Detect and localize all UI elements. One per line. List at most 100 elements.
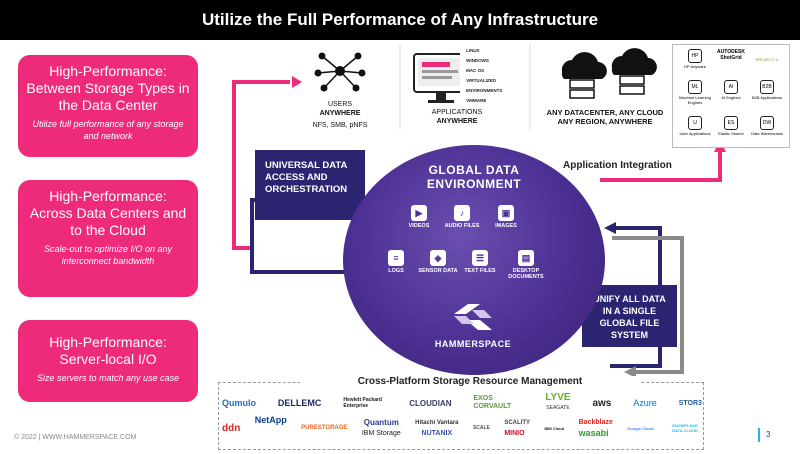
vendor-logo: Backblaze (578, 419, 613, 426)
app-user-applications: U User Applications (677, 116, 713, 143)
cloud-servers-icon (561, 48, 657, 99)
globe-item-audio: ♪ AUDIO FILES (442, 205, 482, 229)
os-vmware: VMWARE (466, 98, 487, 103)
unify-data-box: UNIFY ALL DATA IN A SINGLE GLOBAL FILE S… (582, 285, 677, 347)
application-integration-label: Application Integration (563, 160, 672, 171)
gray-arrow-right (612, 236, 684, 374)
storage-management-panel (218, 382, 704, 450)
vendor-logo: Hitachi Vantara (415, 419, 459, 426)
vendor-logo: SCALITY (504, 419, 530, 426)
vendor-stack-quantum-ibm: Quantum IBM Storage (361, 417, 401, 438)
pink-arrow-left (232, 80, 290, 250)
footer-copyright: © 2022 | WWW.HAMMERSPACE.COM (14, 434, 137, 441)
os-macos: MAC OS (466, 68, 485, 73)
gray-arrowhead-right (624, 366, 636, 378)
elastic-icon: ES (724, 116, 738, 130)
apps-line1: APPLICATIONS (431, 109, 483, 116)
users-protocols: NFS, SMB, pNFS (312, 122, 368, 129)
vendor-logo: aws (592, 397, 612, 409)
vendor-logo: Google Cloud (627, 425, 654, 431)
globe-title-line2: ENVIRONMENT (426, 177, 522, 191)
hp-icon: HP (688, 49, 702, 63)
page-number: 3 (758, 428, 786, 442)
vendor-stack-scality-minio: SCALITY MINIO (504, 419, 530, 438)
sensor-icon: ◈ (430, 250, 446, 266)
ai-icon: AI (724, 80, 738, 94)
ml-icon: ML (688, 80, 702, 94)
hammerspace-brand: HAMMERSPACE (434, 339, 512, 349)
text-file-icon: ☰ (472, 250, 488, 266)
title-bar: Utilize the Full Performance of Any Infr… (0, 0, 800, 40)
card-subheading: Across Data Centers and to the Cloud (29, 205, 187, 238)
vendor-row-2: ddn NetApp PURESTORAGE Quantum IBM Stora… (222, 415, 702, 438)
monitor-icon (413, 53, 461, 103)
card-heading: High-Performance: (49, 188, 167, 204)
autodesk-logo: AUTODESK ShotGrid (717, 49, 745, 61)
video-icon: ▶ (411, 205, 427, 221)
vendor-logo: CLOUDIAN (409, 398, 452, 408)
vendor-logo: Azure (633, 398, 657, 408)
app-ml-engines: ML Machine Learning Engines (677, 80, 713, 112)
card-subheading: Server-local I/O (59, 351, 157, 367)
vendor-logo: NetApp (254, 415, 287, 425)
globe-item-images: ▣ IMAGES (486, 205, 526, 229)
universal-data-box: UNIVERSAL DATA ACCESS AND ORCHESTRATION (255, 150, 365, 220)
os-windows: WINDOWS (466, 58, 489, 63)
vendor-logo: Qumulo (222, 398, 256, 408)
vendor-logo: wasabi (578, 428, 609, 438)
pink-arrowhead-left (292, 76, 302, 88)
card-between-storage: High-Performance: Between Storage Types … (18, 55, 198, 157)
network-users-icon (314, 52, 366, 92)
app-ai-engines: AI AI Engines (713, 80, 749, 112)
vendor-logo: DELLEMC (277, 398, 322, 408)
storage-management-title: Cross-Platform Storage Resource Manageme… (300, 376, 640, 387)
card-subheading: Between Storage Types in the Data Center (26, 80, 190, 113)
warehouse-icon: DW (760, 116, 774, 130)
user-app-icon: U (688, 116, 702, 130)
applications-panel: HP HP Anyware AUTODESK ShotGrid PROJECT-… (672, 44, 790, 148)
globe-item-sensor: ◈ SENSOR DATA (418, 250, 458, 274)
vendor-logo: NUTANIX (421, 429, 453, 437)
vendor-logo: IBM Storage (361, 429, 401, 437)
app-b2b: B2B B2B Applications (749, 80, 785, 112)
card-detail: Scale-out to optimize I/O on any interco… (43, 244, 173, 266)
logs-icon: ≡ (388, 250, 404, 266)
vendor-logo: LYVE (545, 392, 571, 403)
card-server-local: High-Performance: Server-local I/O Size … (18, 320, 198, 402)
globe-item-videos: ▶ VIDEOS (399, 205, 439, 229)
vendor-sublabel: SEAGATE (546, 405, 570, 411)
users-line1: USERS (327, 101, 353, 108)
vendor-row-1: Qumulo DELLEMC Hewlett Packard Enterpris… (222, 392, 702, 412)
globe-item-desktop: ▤ DESKTOP DOCUMENTS (502, 250, 550, 280)
datacenter-line2: ANY REGION, ANYWHERE (557, 117, 653, 126)
vendor-logo: ddn (222, 422, 241, 434)
vendor-logo: Hewlett Packard Enterprise (343, 397, 382, 409)
card-detail: Utilize full performance of any storage … (32, 119, 184, 141)
vendor-logo: MINIO (504, 429, 525, 437)
card-heading: High-Performance: (49, 334, 167, 350)
apps-line2: ANYWHERE (436, 118, 478, 125)
vendor-logo: Quantum (363, 417, 399, 427)
applications-anywhere: LINUX WINDOWS MAC OS VIRTUALIZED ENVIRON… (412, 46, 522, 126)
vendor-logo: SNOWFLAKE DATA CLOUD (672, 423, 698, 433)
globe-title-line1: GLOBAL DATA (428, 163, 520, 177)
vendor-lyve-seagate: LYVE SEAGATE (545, 392, 571, 412)
globe-item-logs: ≡ LOGS (376, 250, 416, 274)
universal-data-text: UNIVERSAL DATA ACCESS AND ORCHESTRATION (265, 160, 348, 195)
app-project-x: PROJECT-X (749, 49, 785, 76)
navy-arrowhead-right (604, 222, 616, 234)
card-heading: High-Performance: (49, 63, 167, 79)
vendor-logo: IBM Cloud (544, 425, 565, 431)
hammerspace-logo-icon (454, 304, 492, 330)
vendor-logo: SCALE (472, 425, 490, 431)
vendor-stack-hitachi-nutanix: Hitachi Vantara NUTANIX (415, 419, 458, 438)
card-across-datacenters: High-Performance: Across Data Centers an… (18, 180, 198, 297)
project-x-logo: PROJECT-X (755, 57, 779, 62)
users-anywhere: USERS ANYWHERE NFS, SMB, pNFS (300, 48, 380, 130)
unify-data-text: UNIFY ALL DATA IN A SINGLE GLOBAL FILE S… (593, 294, 666, 340)
os-linux: LINUX (466, 48, 480, 53)
vendor-logo: PURESTORAGE (301, 425, 348, 431)
page-title: Utilize the Full Performance of Any Infr… (201, 10, 599, 29)
b2b-icon: B2B (760, 80, 774, 94)
